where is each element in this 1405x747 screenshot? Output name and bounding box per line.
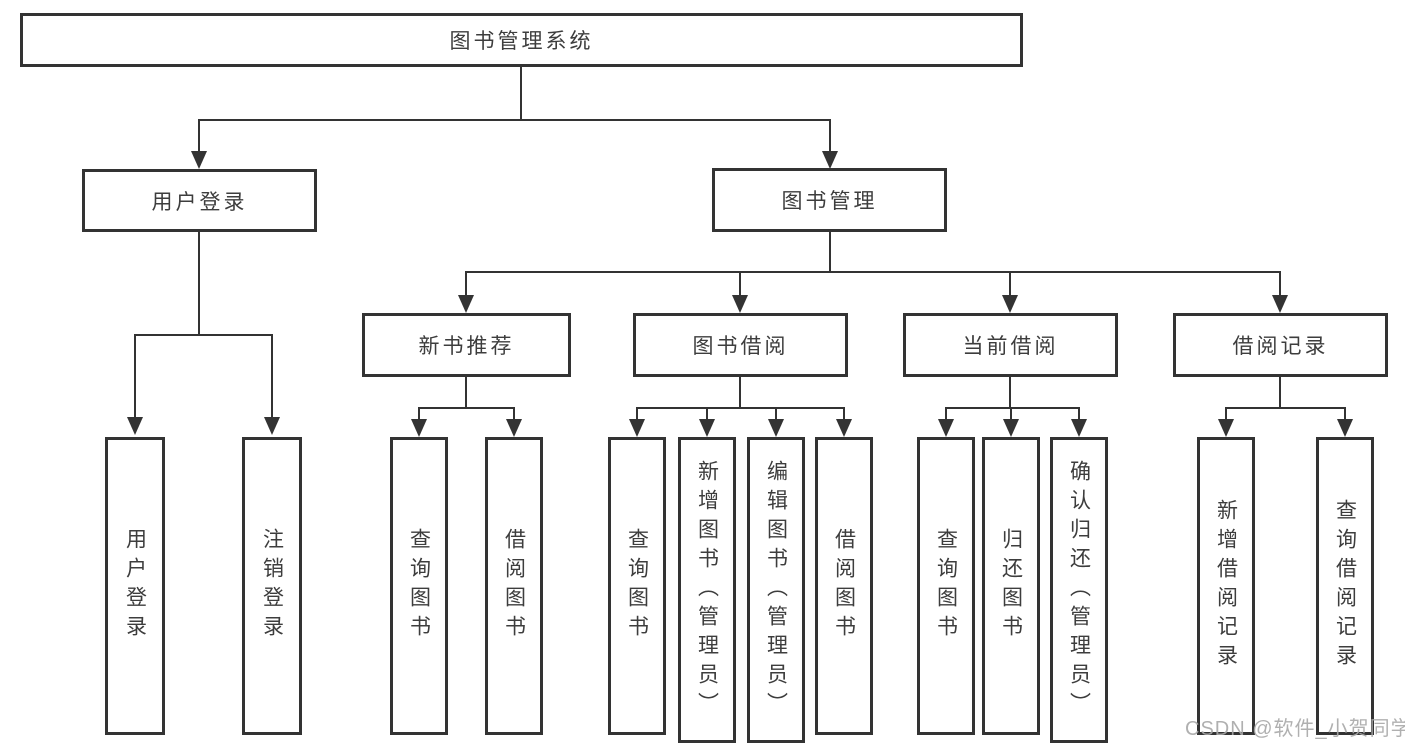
arrow-down-g4-leaf2 <box>1337 419 1353 437</box>
node-root: 图书管理系统 <box>20 13 1023 67</box>
connector-user-stem <box>198 231 200 335</box>
arrow-down-leaf-logout <box>264 417 280 435</box>
connector-g1-drop2 <box>513 407 515 421</box>
connector-g4-bar <box>1225 407 1346 409</box>
node-label: 图书借阅 <box>692 335 789 358</box>
leaf-label: 注销登录 <box>260 528 284 644</box>
connector-drop-leaf-login <box>134 334 136 418</box>
leaf-query-books-recommend: 查询图书 <box>390 437 448 735</box>
connector-drop-book-mgmt <box>829 119 831 153</box>
node-new-book-recommend: 新书推荐 <box>362 313 571 377</box>
arrow-down-new-book <box>458 295 474 313</box>
leaf-confirm-return-admin: 确认归还（管理员） <box>1050 437 1108 743</box>
connector-drop-new-book <box>465 271 467 297</box>
arrow-down-g2-leaf2 <box>699 419 715 437</box>
connector-g2-bar <box>636 407 845 409</box>
connector-g1-stem <box>465 376 467 408</box>
arrow-down-g1-leaf2 <box>506 419 522 437</box>
arrow-down-book-mgmt <box>822 151 838 169</box>
connector-g2-drop3 <box>775 407 777 421</box>
connector-bookmgmt-stem <box>829 231 831 273</box>
node-book-mgmt-branch: 图书管理 <box>712 168 947 232</box>
connector-g3-stem <box>1009 376 1011 408</box>
node-current-borrow: 当前借阅 <box>903 313 1118 377</box>
connector-g1-drop1 <box>418 407 420 421</box>
connector-drop-user-login <box>198 119 200 153</box>
connector-g1-bar <box>418 407 515 409</box>
node-label: 用户登录 <box>151 190 248 214</box>
arrow-down-g2-leaf1 <box>629 419 645 437</box>
leaf-borrow-books: 借阅图书 <box>815 437 873 735</box>
leaf-user-login: 用户登录 <box>105 437 165 735</box>
leaf-query-borrow-record: 查询借阅记录 <box>1316 437 1374 735</box>
connector-g3-bar <box>945 407 1080 409</box>
arrow-down-leaf-login <box>127 417 143 435</box>
connector-root-bar <box>198 119 831 121</box>
leaf-label: 用户登录 <box>123 528 147 644</box>
node-user-login-branch: 用户登录 <box>82 169 317 232</box>
arrow-down-g4-leaf1 <box>1218 419 1234 437</box>
connector-g2-stem <box>739 376 741 408</box>
leaf-label: 查询图书 <box>625 528 649 644</box>
connector-g4-drop1 <box>1225 407 1227 421</box>
node-label: 新书推荐 <box>418 335 515 358</box>
leaf-label: 新增图书（管理员） <box>695 459 719 721</box>
node-label: 图书管理 <box>781 190 878 213</box>
leaf-label: 借阅图书 <box>832 528 856 644</box>
connector-g4-drop2 <box>1344 407 1346 421</box>
connector-g4-stem <box>1279 376 1281 408</box>
arrow-down-g2-leaf4 <box>836 419 852 437</box>
leaf-label: 查询图书 <box>407 528 431 644</box>
leaf-label: 确认归还（管理员） <box>1067 459 1091 721</box>
arrow-down-g3-leaf1 <box>938 419 954 437</box>
leaf-logout: 注销登录 <box>242 437 302 735</box>
leaf-label: 借阅图书 <box>502 528 526 644</box>
arrow-down-g3-leaf2 <box>1003 419 1019 437</box>
leaf-query-books-borrow: 查询图书 <box>608 437 666 735</box>
csdn-watermark: CSDN @软件_小贺同学 <box>1185 718 1405 740</box>
connector-g3-drop1 <box>945 407 947 421</box>
leaf-label: 编辑图书（管理员） <box>764 459 788 721</box>
leaf-edit-book-admin: 编辑图书（管理员） <box>747 437 805 743</box>
leaf-return-book: 归还图书 <box>982 437 1040 735</box>
connector-bookmgmt-bar <box>465 271 1281 273</box>
arrow-down-g1-leaf1 <box>411 419 427 437</box>
leaf-query-books-current: 查询图书 <box>917 437 975 735</box>
leaf-borrow-books-recommend: 借阅图书 <box>485 437 543 735</box>
node-borrow-record: 借阅记录 <box>1173 313 1388 377</box>
connector-g2-drop4 <box>843 407 845 421</box>
arrow-down-g2-leaf3 <box>768 419 784 437</box>
connector-user-bar <box>134 334 273 336</box>
arrow-down-borrow-record <box>1272 295 1288 313</box>
connector-drop-current-borrow <box>1009 271 1011 297</box>
connector-root-stem <box>520 66 522 119</box>
node-label: 当前借阅 <box>962 335 1059 358</box>
connector-g2-drop2 <box>706 407 708 421</box>
connector-drop-leaf-logout <box>271 334 273 418</box>
leaf-label: 新增借阅记录 <box>1214 499 1238 673</box>
connector-g3-drop3 <box>1078 407 1080 421</box>
arrow-down-book-borrow <box>732 295 748 313</box>
connector-drop-borrow-record <box>1279 271 1281 297</box>
leaf-add-borrow-record: 新增借阅记录 <box>1197 437 1255 735</box>
connector-g2-drop1 <box>636 407 638 421</box>
leaf-label: 查询图书 <box>934 528 958 644</box>
leaf-add-book-admin: 新增图书（管理员） <box>678 437 736 743</box>
connector-drop-book-borrow <box>739 271 741 297</box>
arrow-down-current-borrow <box>1002 295 1018 313</box>
leaf-label: 归还图书 <box>999 528 1023 644</box>
arrow-down-g3-leaf3 <box>1071 419 1087 437</box>
arrow-down-user-login <box>191 151 207 169</box>
node-label: 借阅记录 <box>1232 335 1329 358</box>
node-book-borrow: 图书借阅 <box>633 313 848 377</box>
node-root-label: 图书管理系统 <box>449 30 594 53</box>
connector-g3-drop2 <box>1010 407 1012 421</box>
leaf-label: 查询借阅记录 <box>1333 499 1357 673</box>
